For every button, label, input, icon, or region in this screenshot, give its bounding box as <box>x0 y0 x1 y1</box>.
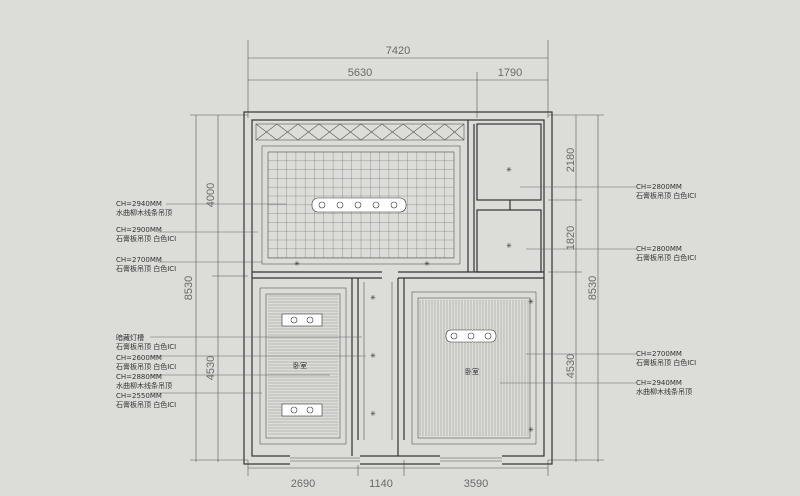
lamp-box <box>281 313 323 327</box>
right-bedroom-ceiling: 卧室 <box>411 291 537 445</box>
lamp-icon <box>318 201 326 209</box>
downlight-icon: ✳ <box>506 242 512 250</box>
note-left-4-line2: 石膏板吊顶 白色ICI <box>116 342 176 351</box>
note-left-6-line2: 水曲柳木线条吊顶 <box>116 381 172 390</box>
wood-slats <box>419 300 529 436</box>
note-left-1-line1: CH=2940MM <box>116 200 162 208</box>
downlight-icon: ✳ <box>424 260 430 268</box>
dim-left-lower: 4530 <box>205 356 217 380</box>
note-right-3-line2: 石膏板吊顶 白色ICI <box>636 358 696 367</box>
note-left-1-line2: 水曲柳木线条吊顶 <box>116 208 172 217</box>
lamp-icon <box>372 201 380 209</box>
left-annotations: CH=2940MM 水曲柳木线条吊顶 CH=2900MM 石膏板吊顶 白色ICI… <box>116 200 176 409</box>
dim-right-upper: 2180 <box>565 148 577 172</box>
living-ceiling-grid <box>261 145 461 265</box>
note-right-4-line2: 水曲柳木线条吊顶 <box>636 387 692 396</box>
lamp-icon <box>290 406 298 414</box>
note-left-6-line1: CH=2880MM <box>116 373 162 381</box>
dim-bottom-left: 2690 <box>291 478 315 490</box>
note-left-5-line1: CH=2600MM <box>116 354 162 362</box>
lamp-icon <box>306 316 314 324</box>
lamp-group <box>318 201 398 209</box>
dim-top-total: 7420 <box>386 45 410 57</box>
note-left-2-line1: CH=2900MM <box>116 226 162 234</box>
downlight-icon: ✳ <box>370 294 376 302</box>
dim-left-total: 8530 <box>183 276 195 300</box>
interior-walls <box>252 120 544 456</box>
right-leader-lines <box>500 186 636 384</box>
note-left-7-line2: 石膏板吊顶 白色ICI <box>116 400 176 409</box>
left-bedroom-ceiling: 卧室 <box>259 287 347 445</box>
lamp-box <box>281 403 323 417</box>
note-right-2-line2: 石膏板吊顶 白色ICI <box>636 253 696 262</box>
note-left-3-line1: CH=2700MM <box>116 256 162 264</box>
lamp-icon <box>390 201 398 209</box>
room-label-left: 卧室 <box>293 361 307 370</box>
lamp-icon <box>336 201 344 209</box>
top-dimensions: 7420 5630 1790 <box>247 40 549 118</box>
dim-top-right: 1790 <box>498 67 522 79</box>
lamp-icon <box>290 316 298 324</box>
note-right-1-line1: CH=2800MM <box>636 183 682 191</box>
dim-right-mid: 1820 <box>565 226 577 250</box>
dim-top-left: 5630 <box>348 67 372 79</box>
note-right-3-line1: CH=2700MM <box>636 350 682 358</box>
dim-left-upper: 4000 <box>205 183 217 207</box>
note-left-2-line2: 石膏板吊顶 白色ICI <box>116 234 176 243</box>
left-dimensions: 8530 4000 4530 <box>183 114 248 462</box>
lamp-icon <box>450 332 458 340</box>
left-leader-lines <box>150 203 366 394</box>
top-beam-strip <box>255 123 465 141</box>
downlight-icon: ✳ <box>528 426 534 434</box>
lamp-icon <box>306 406 314 414</box>
note-right-4-line1: CH=2940MM <box>636 379 682 387</box>
downlight-icon: ✳ <box>370 410 376 418</box>
right-dimensions: 2180 1820 4530 8530 <box>548 114 604 462</box>
note-right-1-line2: 石膏板吊顶 白色ICI <box>636 191 696 200</box>
downlight-icon: ✳ <box>506 166 512 174</box>
note-right-2-line1: CH=2800MM <box>636 245 682 253</box>
downlight-icon: ✳ <box>294 260 300 268</box>
downlight-icon: ✳ <box>528 298 534 306</box>
lamp-icon <box>467 332 475 340</box>
right-annotations: CH=2800MM 石膏板吊顶 白色ICI CH=2800MM 石膏板吊顶 白色… <box>636 183 696 396</box>
lamp-icon <box>484 332 492 340</box>
downlights: ✳ ✳ ✳ ✳ ✳ ✳ ✳ ✳ ✳ <box>294 166 534 434</box>
lamp-icon <box>354 201 362 209</box>
room-label-right: 卧室 <box>465 367 479 376</box>
dim-bottom-right: 3590 <box>464 478 488 490</box>
note-left-3-line2: 石膏板吊顶 白色ICI <box>116 264 176 273</box>
note-left-4-line1: 暗藏灯槽 <box>116 333 144 342</box>
dim-right-total: 8530 <box>587 276 599 300</box>
note-left-5-line2: 石膏板吊顶 白色ICI <box>116 362 176 371</box>
wood-slats <box>268 295 338 435</box>
grid-lines <box>267 151 454 258</box>
dim-right-lower: 4530 <box>565 354 577 378</box>
note-left-7-line1: CH=2550MM <box>116 392 162 400</box>
dim-bottom-mid: 1140 <box>369 478 393 490</box>
bottom-dimensions: 2690 1140 3590 <box>247 460 549 490</box>
downlight-icon: ✳ <box>370 352 376 360</box>
